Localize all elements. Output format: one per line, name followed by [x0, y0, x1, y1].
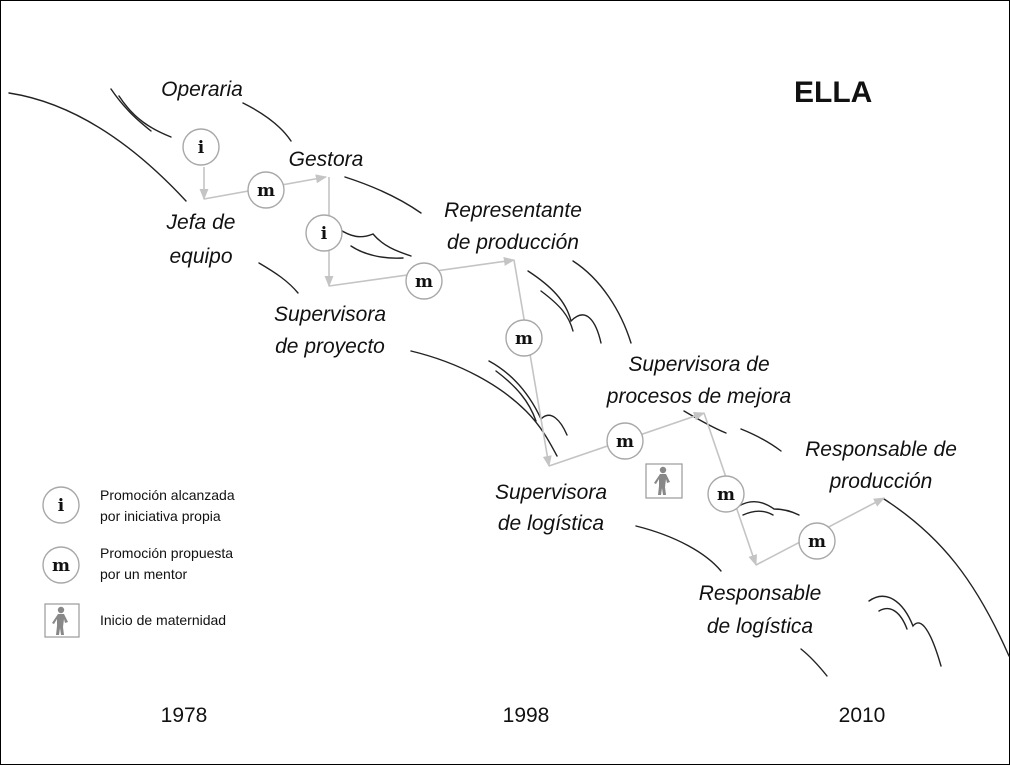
badge-mentor-6: m: [798, 522, 836, 560]
svg-text:m: m: [415, 272, 433, 292]
role-responsable-produccion-line2: producción: [829, 470, 933, 493]
role-responsable-produccion-line1: Responsable de: [805, 438, 957, 461]
career-path-lines: [199, 167, 885, 567]
pregnant-woman-icon: [654, 466, 670, 495]
legend-maternity: Inicio de maternidad: [100, 612, 226, 628]
legend-mentor-line1: Promoción propuesta: [100, 545, 233, 561]
svg-text:i: i: [198, 138, 205, 158]
badge-initiative-1: i: [182, 128, 220, 166]
role-gestora: Gestora: [289, 148, 364, 171]
legend-initiative-line2: por iniciativa propia: [100, 508, 221, 524]
role-supervisora-logistica-line1: Supervisora: [495, 481, 607, 504]
legend: i Promoción alcanzada por iniciativa pro…: [42, 486, 235, 638]
legend-mentor-badge: m: [42, 546, 80, 584]
role-supervisora-proyecto-line2: de proyecto: [275, 335, 385, 358]
diagram-title: ELLA: [794, 76, 872, 109]
svg-text:i: i: [321, 224, 328, 244]
legend-initiative-badge: i: [42, 486, 80, 524]
year-2010: 2010: [839, 704, 886, 727]
role-supervisora-mejora-line2: procesos de mejora: [606, 385, 791, 408]
badge-mentor-1: m: [247, 171, 285, 209]
role-jefa-line1: Jefa de: [166, 211, 236, 234]
year-1998: 1998: [503, 704, 550, 727]
legend-initiative-line1: Promoción alcanzada: [100, 487, 235, 503]
role-responsable-logistica-line1: Responsable: [699, 582, 822, 605]
role-supervisora-proyecto-line1: Supervisora: [274, 303, 386, 326]
legend-mentor-line2: por un mentor: [100, 566, 187, 582]
svg-text:m: m: [257, 181, 275, 201]
role-operaria: Operaria: [161, 78, 243, 101]
badge-initiative-2: i: [305, 214, 343, 252]
legend-maternity-badge: [44, 603, 80, 638]
badge-mentor-2: m: [405, 262, 443, 300]
decorative-strokes: [8, 88, 1010, 677]
pregnant-woman-icon: [52, 606, 68, 635]
svg-text:i: i: [58, 496, 65, 516]
role-representante-line1: Representante: [444, 199, 582, 222]
role-supervisora-logistica-line2: de logística: [498, 512, 604, 535]
badge-mentor-3: m: [505, 319, 543, 357]
svg-text:m: m: [52, 556, 70, 576]
svg-text:m: m: [515, 329, 533, 349]
role-representante-line2: de producción: [447, 231, 579, 254]
year-1978: 1978: [161, 704, 208, 727]
maternity-marker: [645, 463, 683, 499]
svg-text:m: m: [717, 485, 735, 505]
role-supervisora-mejora-line1: Supervisora de: [628, 353, 769, 376]
badge-mentor-4: m: [606, 422, 644, 460]
role-responsable-logistica-line2: de logística: [707, 615, 813, 638]
role-jefa-line2: equipo: [169, 245, 232, 268]
badge-mentor-5: m: [707, 475, 745, 513]
svg-text:m: m: [616, 432, 634, 452]
svg-text:m: m: [808, 532, 826, 552]
